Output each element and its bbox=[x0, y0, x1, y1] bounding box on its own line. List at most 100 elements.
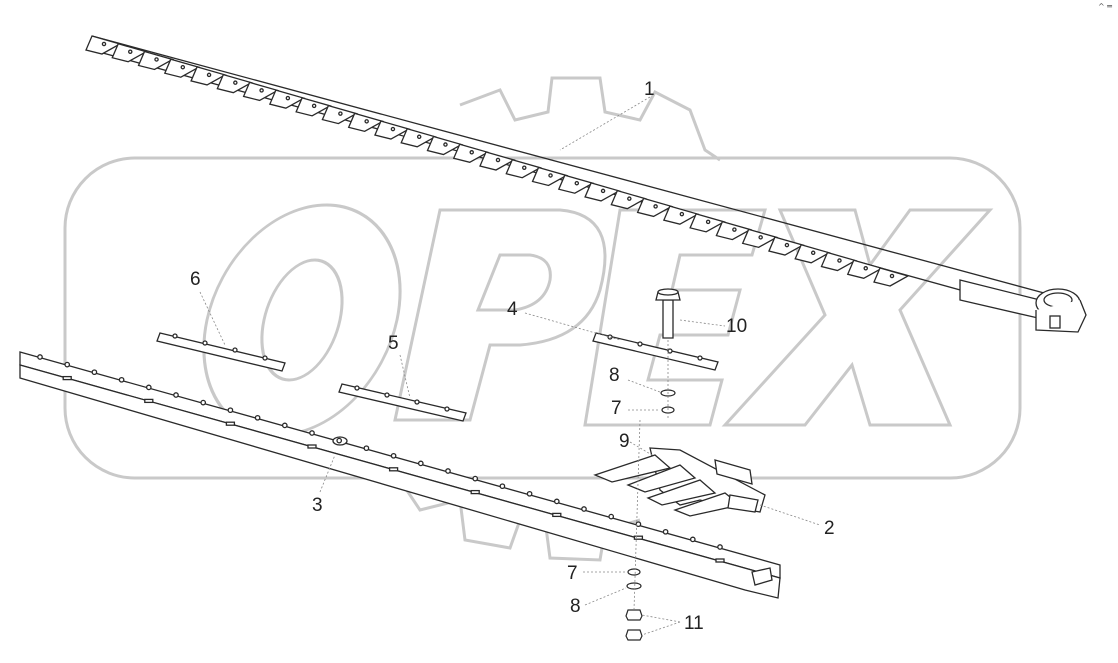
cutter-bar-slot bbox=[144, 398, 154, 404]
knife-section-rivet bbox=[285, 95, 291, 101]
callout-3: 3 bbox=[312, 495, 323, 516]
knife-sections bbox=[85, 35, 910, 287]
cutter-bar-hole bbox=[37, 354, 43, 360]
leader-1 bbox=[559, 96, 651, 151]
callout-8-lower: 8 bbox=[570, 596, 581, 617]
nut-11-upper bbox=[625, 609, 643, 621]
plate-6-hole bbox=[172, 333, 178, 339]
cutter-bar-hole bbox=[526, 490, 533, 497]
leader-2 bbox=[759, 504, 821, 526]
cutter-bar-hole bbox=[118, 376, 125, 383]
cutter-bar-slot bbox=[470, 489, 480, 495]
cutter-bar-slot bbox=[552, 512, 562, 518]
knife-section-rivet bbox=[154, 57, 159, 62]
callout-10: 10 bbox=[726, 316, 748, 337]
knife-section-rivet bbox=[600, 188, 606, 194]
knife-head-bolt bbox=[1049, 315, 1061, 329]
leader-5 bbox=[399, 354, 411, 399]
axis-line-lower bbox=[633, 419, 641, 611]
cutter-bar-side-face bbox=[19, 364, 781, 599]
cutter-bar-hole bbox=[608, 513, 615, 520]
knife-section-rivet bbox=[548, 173, 553, 178]
cutter-bar-hole bbox=[717, 544, 723, 550]
knife-section-rivet bbox=[180, 64, 186, 70]
cutter-bar-holes bbox=[37, 354, 725, 563]
plate-5-hole bbox=[384, 392, 390, 398]
guard-finger bbox=[626, 464, 697, 493]
opex-watermark bbox=[63, 76, 1022, 562]
part-10-bolt bbox=[655, 288, 681, 339]
watermark-letter-o-inner bbox=[260, 258, 344, 382]
cutter-bar-hole bbox=[309, 430, 315, 436]
plate-5-hole bbox=[444, 406, 450, 412]
guard-clip-end bbox=[727, 494, 759, 513]
knife-section-rivet bbox=[810, 250, 816, 256]
callout-8-upper: 8 bbox=[609, 365, 620, 386]
knife-section-rivet bbox=[259, 88, 264, 93]
leader-6 bbox=[199, 291, 226, 346]
cutter-bar-slot bbox=[388, 467, 399, 472]
callout-5: 5 bbox=[388, 333, 399, 354]
cutter-bar-hole bbox=[254, 414, 261, 421]
knife-section-rivet bbox=[705, 219, 711, 225]
cutter-bar-hole bbox=[689, 536, 696, 543]
knife-section-rivet bbox=[469, 150, 474, 155]
callout-6: 6 bbox=[190, 269, 201, 290]
knife-head-body bbox=[1035, 299, 1087, 333]
cutter-bar-hole bbox=[417, 460, 424, 467]
cutter-bar-hole bbox=[336, 437, 343, 444]
fasteners bbox=[625, 389, 676, 641]
leader-8b bbox=[584, 587, 627, 606]
knife-head-clamp bbox=[959, 279, 1087, 333]
cutter-bar-hole bbox=[64, 361, 71, 368]
plate-6-body bbox=[156, 332, 286, 372]
plate-4-hole bbox=[697, 355, 703, 361]
cutter-bar-hole bbox=[227, 407, 234, 414]
knife-section-rivet bbox=[416, 134, 422, 140]
cutter-bar-slot bbox=[62, 375, 72, 381]
cutter-bar-hole bbox=[363, 445, 370, 452]
knife-section-rivet bbox=[390, 126, 396, 132]
cutter-bar-hole bbox=[635, 521, 642, 528]
callout-2: 2 bbox=[824, 518, 835, 539]
cutter-bar-end-notch bbox=[751, 567, 773, 586]
callout-1: 1 bbox=[644, 79, 655, 100]
cutter-bar-hole bbox=[200, 399, 207, 406]
leader-3 bbox=[319, 454, 336, 493]
cutter-bar-slot bbox=[715, 558, 725, 563]
knife-section-rivet bbox=[311, 103, 317, 109]
knife-section-rivet bbox=[233, 80, 238, 85]
callout-11: 11 bbox=[684, 613, 704, 634]
cutter-bar-slot bbox=[307, 444, 317, 449]
plate-5-hole bbox=[354, 385, 360, 391]
knife-section-rivet bbox=[364, 119, 369, 124]
cutter-bar-slot bbox=[633, 535, 644, 540]
leader-11a bbox=[641, 614, 681, 623]
bolt-shank bbox=[662, 299, 674, 339]
knife-section-rivet bbox=[758, 235, 763, 240]
cutter-bar-hole bbox=[91, 369, 98, 376]
nut-11-lower bbox=[625, 629, 643, 641]
cutter-bar-hole bbox=[581, 506, 587, 512]
watermark-letter-p bbox=[393, 208, 607, 422]
callout-4: 4 bbox=[507, 299, 518, 320]
washer-8-lower bbox=[626, 582, 642, 590]
knife-bar-back bbox=[91, 35, 1071, 301]
callout-9: 9 bbox=[619, 431, 630, 452]
cutter-bar-hole bbox=[472, 475, 479, 482]
leader-10 bbox=[679, 319, 726, 327]
bolt-head-top bbox=[657, 288, 679, 296]
part-6-plate bbox=[156, 332, 286, 372]
plate-5-body bbox=[338, 383, 467, 422]
leader-4 bbox=[524, 312, 621, 341]
knife-section-rivet bbox=[653, 204, 658, 209]
knife-section-rivet bbox=[784, 242, 790, 248]
cutter-bar-hole bbox=[145, 384, 152, 391]
part-4-plate bbox=[592, 332, 719, 371]
watermark-letter-e bbox=[583, 208, 767, 427]
cutter-bar-hole bbox=[390, 452, 397, 459]
part-9-guard bbox=[593, 447, 766, 517]
plate-6-hole bbox=[232, 347, 238, 353]
guard-finger bbox=[646, 479, 717, 506]
